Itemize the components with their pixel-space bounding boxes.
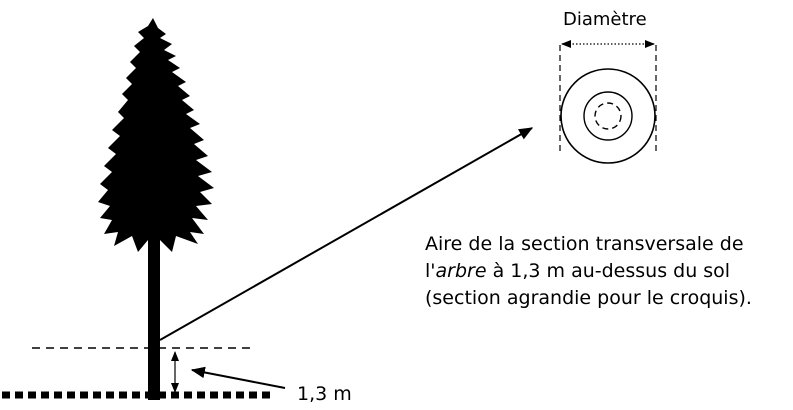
cross-section-caption: Aire de la section transversale de l'arb… xyxy=(425,233,752,309)
tree-silhouette xyxy=(98,18,214,400)
diameter-label: Diamètre xyxy=(563,9,647,30)
height-label-pointer-arrow xyxy=(190,366,286,389)
caption-line-2: l'arbre à 1,3 m au-dessus du sol xyxy=(425,260,730,282)
caption-line-2-prefix: l' xyxy=(425,260,436,282)
cross-section-illustration xyxy=(559,45,657,164)
caption-line-1: Aire de la section transversale de xyxy=(425,233,744,255)
pointer-arrow-to-section xyxy=(159,127,534,341)
caption-line-2-suffix: à 1,3 m au-dessus du sol xyxy=(487,260,731,282)
caption-line-2-italic: arbre xyxy=(436,260,487,282)
caption-line-3: (section agrandie pour le croquis). xyxy=(425,287,752,309)
height-label: 1,3 m xyxy=(297,383,352,405)
